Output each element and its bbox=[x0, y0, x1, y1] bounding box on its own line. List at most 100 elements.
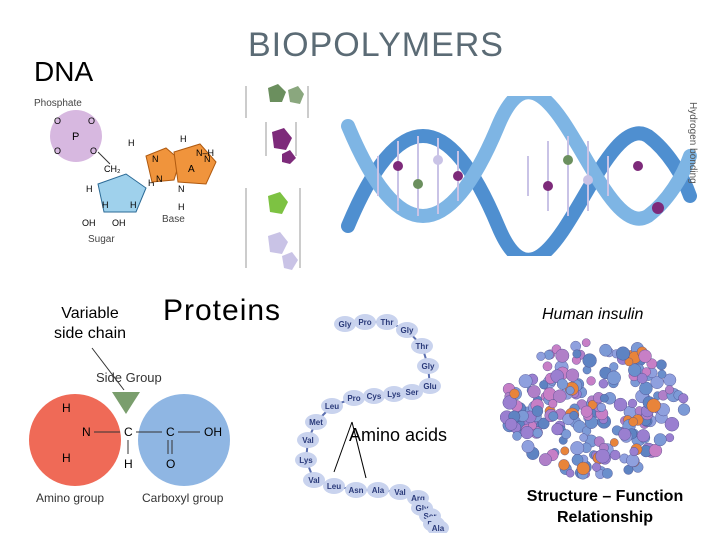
atom-h7: H bbox=[178, 202, 185, 212]
insulin-atom bbox=[665, 433, 675, 443]
insulin-atom bbox=[610, 449, 621, 461]
base-pair-4 bbox=[245, 228, 301, 270]
amino-group-label: Amino group bbox=[36, 491, 104, 505]
insulin-atom bbox=[551, 423, 564, 436]
insulin-atom bbox=[543, 350, 554, 360]
chain-residue-label: Val bbox=[302, 436, 314, 445]
atom-ch2: CH₂ bbox=[104, 164, 121, 174]
insulin-atom bbox=[581, 338, 591, 348]
insulin-atom bbox=[558, 459, 570, 471]
atom-nh: N–H bbox=[196, 148, 214, 158]
sfr-line-1: Structure – Function bbox=[526, 488, 684, 505]
helix-bases bbox=[393, 155, 664, 214]
insulin-atom bbox=[520, 426, 534, 440]
atom-n1: N bbox=[152, 154, 159, 164]
chain-residue-label: Gly bbox=[401, 326, 414, 335]
atom-n2: N bbox=[156, 174, 163, 184]
atom-h1: H bbox=[86, 184, 93, 194]
base-label: Base bbox=[162, 214, 185, 225]
insulin-atom bbox=[628, 363, 642, 377]
insulin-atom bbox=[602, 468, 613, 479]
sfr-line-2: Relationship bbox=[556, 509, 653, 526]
sugar-label: Sugar bbox=[88, 234, 115, 245]
chain-bead bbox=[417, 358, 439, 374]
dna-label: DNA bbox=[34, 56, 94, 87]
insulin-atom bbox=[615, 346, 630, 361]
insulin-atom bbox=[561, 429, 572, 440]
insulin-atom bbox=[539, 453, 552, 467]
chain-bead bbox=[297, 432, 319, 448]
insulin-atom bbox=[548, 411, 559, 422]
amino-acids-pointer bbox=[333, 421, 367, 479]
atom-p: P bbox=[72, 131, 79, 143]
base-ring-2 bbox=[173, 143, 217, 185]
atom-h5: H bbox=[128, 138, 135, 148]
insulin-atom bbox=[618, 428, 631, 441]
side-group-label: Side Group bbox=[96, 370, 162, 385]
aa-atom-h1: H bbox=[62, 401, 71, 415]
insulin-atom bbox=[537, 417, 550, 430]
insulin-atom bbox=[580, 405, 593, 418]
chain-bead bbox=[419, 378, 441, 394]
proteins-label: Proteins bbox=[163, 294, 282, 327]
variable-line-1: Variable bbox=[61, 305, 119, 322]
base-pair-1 bbox=[245, 84, 309, 118]
insulin-atom bbox=[648, 443, 663, 458]
chain-bead bbox=[354, 314, 376, 330]
atom-n3: N bbox=[204, 154, 211, 164]
chain-bead bbox=[411, 338, 433, 354]
phosphate-circle bbox=[50, 110, 102, 162]
insulin-atom bbox=[606, 370, 621, 385]
chain-bead bbox=[321, 398, 343, 414]
sugar-pentagon bbox=[97, 173, 147, 213]
insulin-atom bbox=[677, 403, 691, 416]
insulin-atom bbox=[636, 373, 648, 384]
aa-atom-h3: H bbox=[124, 457, 133, 471]
chain-residue-label: Lys bbox=[299, 456, 313, 465]
chain-bead bbox=[396, 322, 418, 338]
chain-bead bbox=[323, 478, 345, 494]
chain-residue-label: Met bbox=[309, 418, 323, 427]
insulin-atom bbox=[591, 462, 601, 472]
human-insulin-label: Human insulin bbox=[542, 306, 644, 323]
atom-oh1: OH bbox=[82, 218, 96, 228]
chain-residue-label: Gly bbox=[422, 362, 435, 371]
insulin-atom bbox=[531, 405, 544, 417]
atom-h2: H bbox=[148, 178, 155, 188]
insulin-atom bbox=[576, 461, 590, 476]
nucleotide-diagram: Phosphate O P O O O CH₂ H H H H OH OH Su… bbox=[34, 98, 217, 245]
aa-atom-c1: C bbox=[124, 425, 133, 439]
chain-residue-label: Ser bbox=[406, 388, 419, 397]
chain-bead bbox=[389, 484, 411, 500]
insulin-atom bbox=[656, 359, 667, 371]
aa-atom-o: O bbox=[166, 457, 175, 471]
insulin-atom bbox=[610, 438, 619, 447]
insulin-atom bbox=[539, 380, 549, 390]
aa-atom-c2: C bbox=[166, 425, 175, 439]
chain-residue-label: Asn bbox=[348, 486, 363, 495]
chain-bead bbox=[367, 482, 389, 498]
amino-acid-diagram: Side Group H N H C H C OH O Amino group … bbox=[29, 347, 230, 505]
insulin-atom bbox=[599, 343, 612, 357]
insulin-atom bbox=[565, 386, 575, 395]
atom-n4: N bbox=[178, 184, 185, 194]
aa-atom-h2: H bbox=[62, 451, 71, 465]
carboxyl-group-label: Carboxyl group bbox=[142, 491, 224, 505]
insulin-atom bbox=[521, 440, 535, 453]
amino-group-circle bbox=[29, 394, 121, 486]
insulin-atom bbox=[560, 446, 570, 456]
insulin-atom bbox=[582, 353, 597, 368]
chain-bead bbox=[345, 482, 367, 498]
insulin-atom bbox=[638, 349, 652, 363]
chain-residue-label: Leu bbox=[325, 402, 339, 411]
chain-bead bbox=[376, 314, 398, 330]
insulin-atom bbox=[636, 429, 650, 443]
atom-o1: O bbox=[54, 116, 61, 126]
insulin-atom bbox=[556, 378, 568, 390]
insulin-atom bbox=[569, 410, 579, 420]
pointer-line bbox=[91, 347, 125, 391]
insulin-atom bbox=[598, 379, 609, 389]
chain-residue-label: Ala bbox=[372, 486, 385, 495]
insulin-atom bbox=[596, 402, 606, 412]
